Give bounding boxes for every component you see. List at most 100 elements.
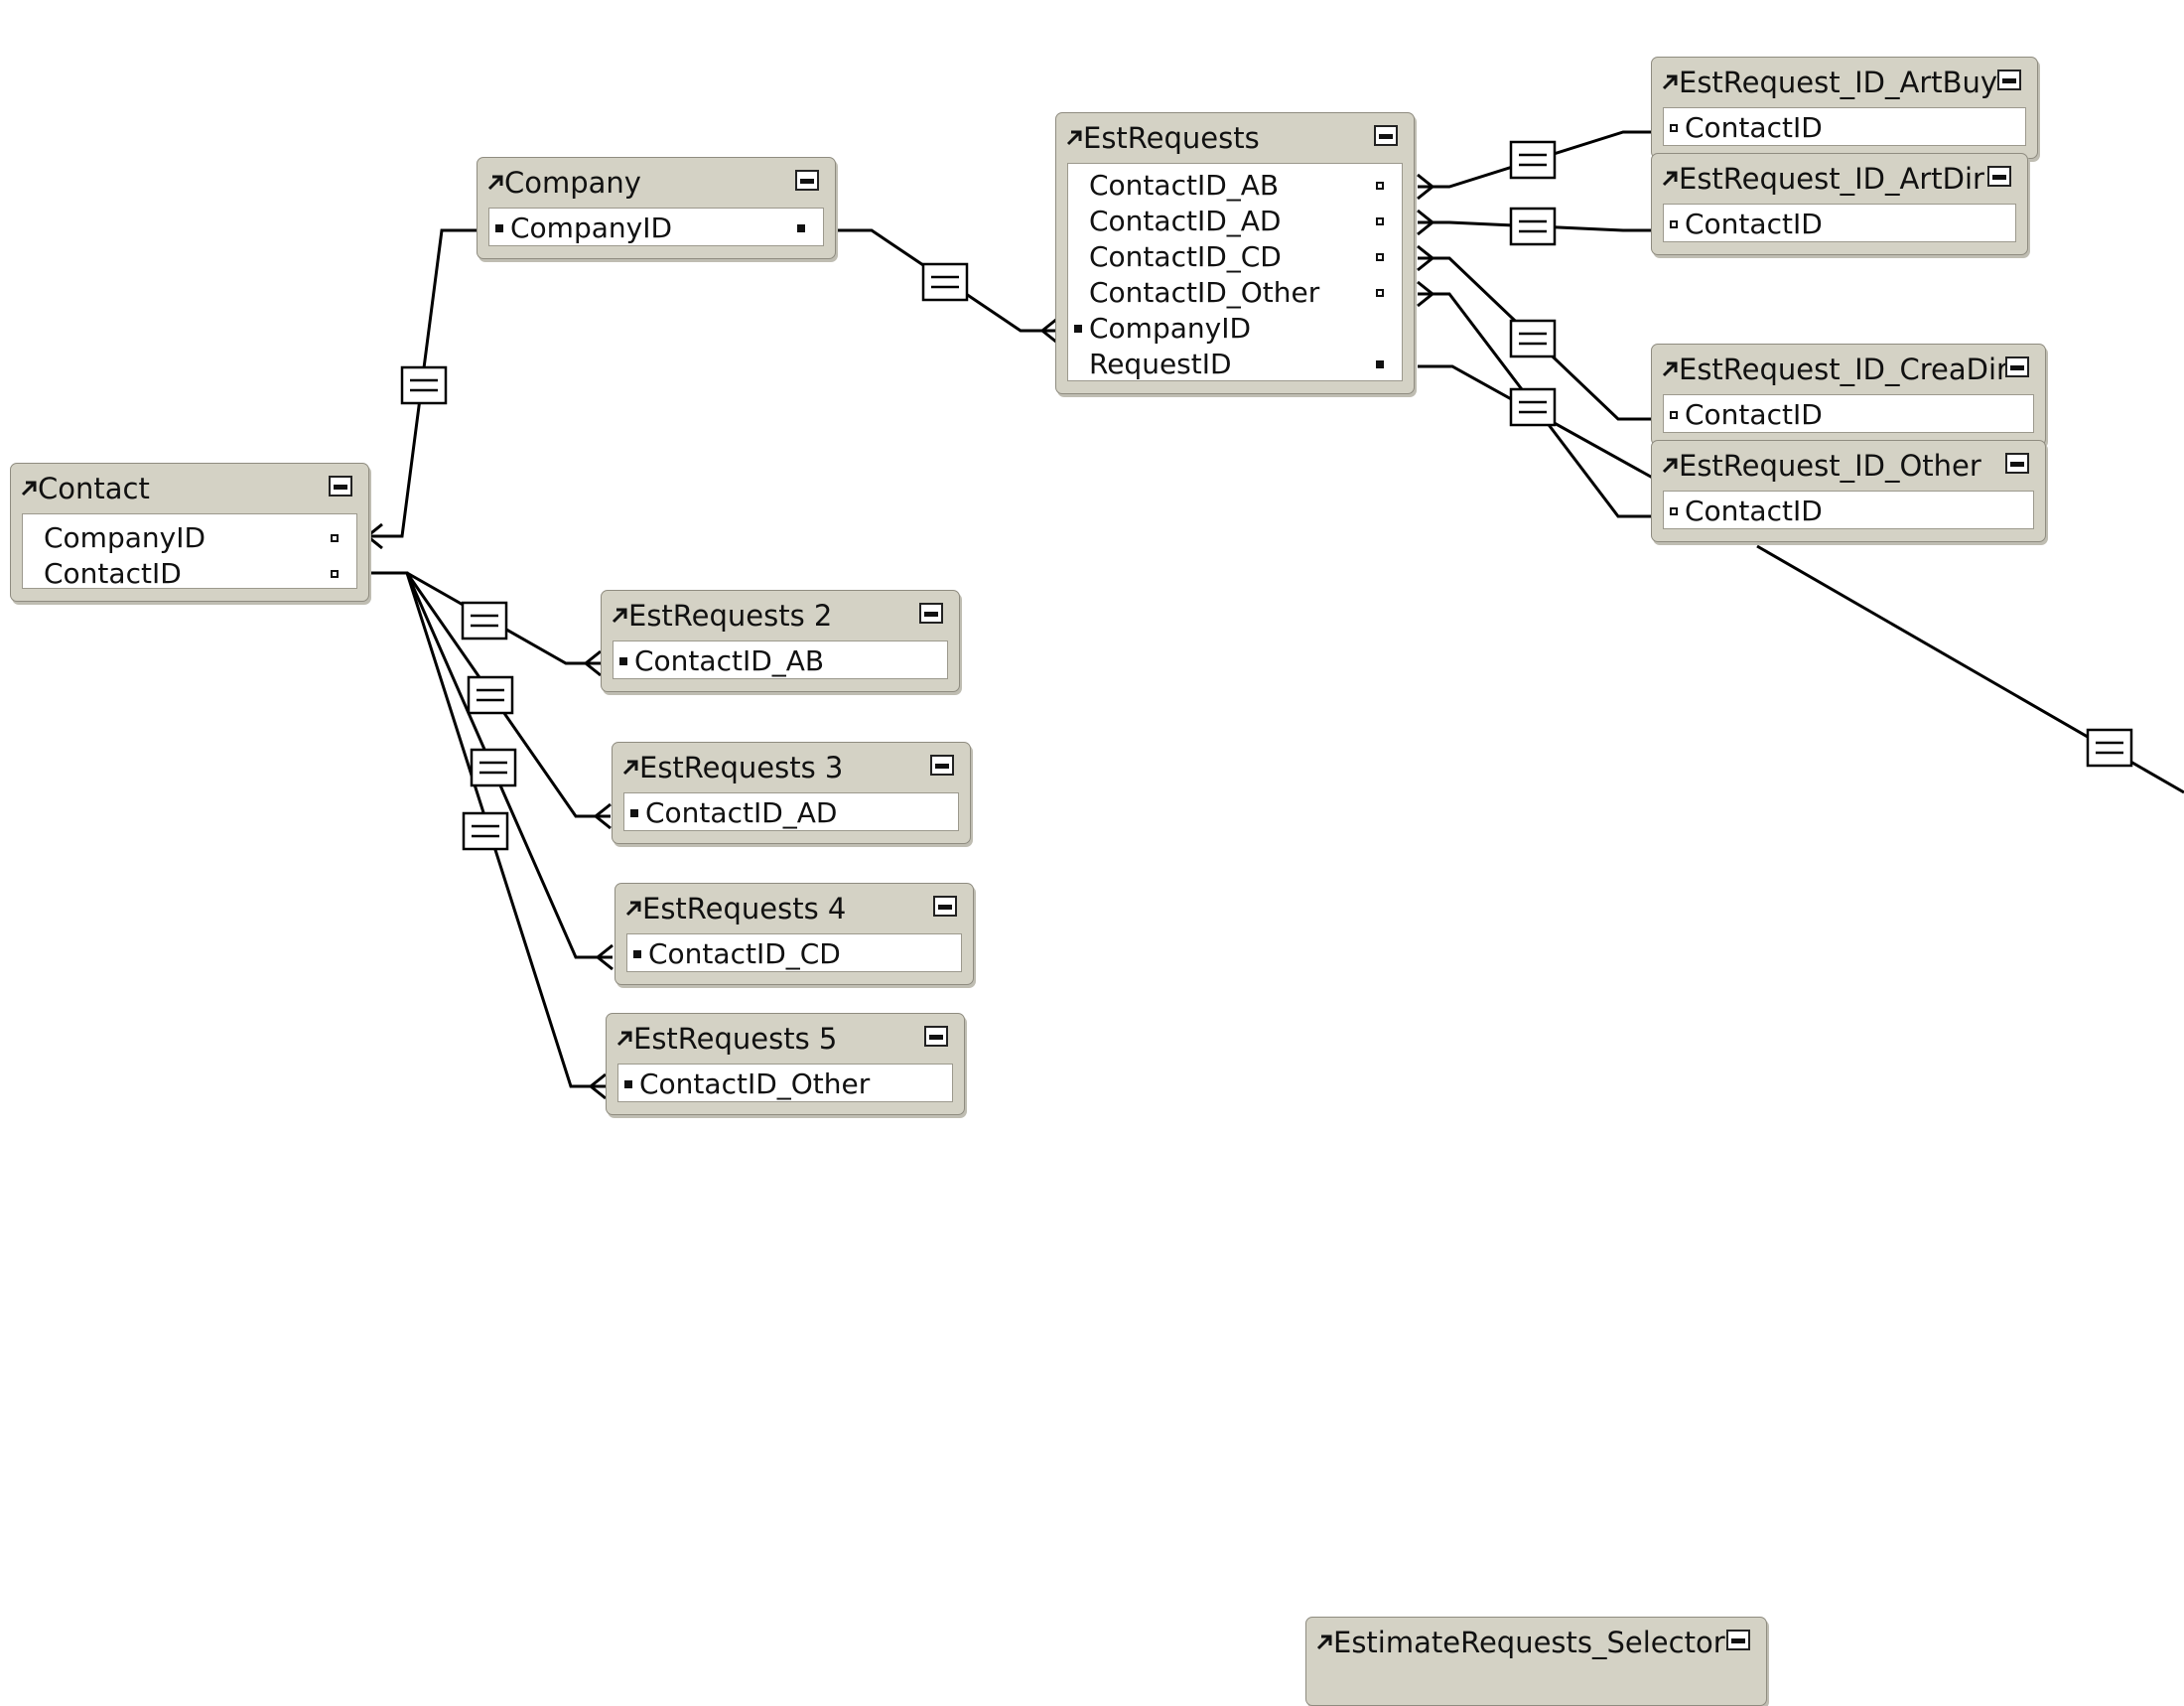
field-row[interactable]: ContactID_Other <box>1068 275 1402 311</box>
field-list: ContactID <box>1663 491 2034 529</box>
collapse-icon[interactable] <box>1374 125 1398 146</box>
field-list: CompanyID <box>488 208 824 246</box>
collapse-icon[interactable] <box>795 170 819 191</box>
field-name: ContactID_CD <box>648 937 841 970</box>
arrow-icon <box>487 175 503 191</box>
field-row[interactable]: ContactID_AB <box>1068 168 1402 204</box>
field-row[interactable]: ContactID_AB <box>614 643 947 679</box>
table-header[interactable]: Contact <box>11 464 368 510</box>
table-title: EstRequest_ID_Other <box>1679 449 1981 483</box>
table-contact[interactable]: Contact CompanyID ContactID <box>10 463 369 602</box>
table-title: EstRequests 5 <box>633 1022 838 1056</box>
table-title: EstRequests 3 <box>639 751 844 784</box>
field-row[interactable]: ContactID_Other <box>618 1066 952 1102</box>
field-row[interactable]: RequestID <box>1068 347 1402 382</box>
field-row[interactable]: CompanyID <box>489 211 823 246</box>
join-icon <box>921 262 969 302</box>
field-row[interactable]: ContactID_CD <box>1068 239 1402 275</box>
field-row[interactable]: ContactID <box>1664 207 2015 242</box>
field-list: ContactID_Other <box>617 1064 953 1102</box>
collapse-icon[interactable] <box>924 1026 948 1047</box>
field-row[interactable]: ContactID_AD <box>624 795 958 831</box>
key-icon <box>331 534 339 542</box>
table-header[interactable]: EstRequests 2 <box>602 591 959 638</box>
field-row[interactable]: ContactID_CD <box>627 936 961 972</box>
table-title: Company <box>504 166 641 200</box>
field-list: ContactID <box>1663 394 2034 433</box>
key-icon <box>1376 289 1384 297</box>
table-title: EstRequest_ID_ArtDir <box>1679 162 1984 196</box>
table-estrequest-id-other[interactable]: EstRequest_ID_Other ContactID <box>1651 440 2046 542</box>
table-header[interactable]: EstRequests <box>1056 113 1414 160</box>
arrow-icon <box>612 608 627 624</box>
table-header[interactable]: EstRequest_ID_ArtDir <box>1652 154 2027 201</box>
table-header[interactable]: EstRequest_ID_Other <box>1652 441 2045 488</box>
table-estrequest-id-artdir[interactable]: EstRequest_ID_ArtDir ContactID <box>1651 153 2028 255</box>
field-row[interactable]: ContactID <box>1664 397 2033 433</box>
field-row[interactable]: ContactID_AD <box>1068 204 1402 239</box>
field-row[interactable]: CompanyID <box>1068 311 1402 347</box>
table-estrequests-4[interactable]: EstRequests 4 ContactID_CD <box>614 883 974 985</box>
field-row[interactable]: ContactID <box>1664 494 2033 529</box>
join-icon <box>400 365 448 405</box>
collapse-icon[interactable] <box>1987 166 2011 187</box>
join-icon <box>1509 207 1557 246</box>
table-estrequests-2[interactable]: EstRequests 2 ContactID_AB <box>601 590 960 692</box>
key-icon <box>630 809 638 817</box>
key-icon <box>624 1080 632 1088</box>
collapse-icon[interactable] <box>1997 70 2021 90</box>
arrow-icon <box>1662 458 1678 474</box>
key-icon <box>1670 411 1678 419</box>
key-icon <box>1670 124 1678 132</box>
field-name: RequestID <box>1089 348 1232 380</box>
field-list: ContactID_CD <box>626 933 962 972</box>
collapse-icon[interactable] <box>1726 1630 1750 1650</box>
key-icon <box>619 657 627 665</box>
table-header[interactable]: EstRequest_ID_CreaDir <box>1652 345 2045 391</box>
field-row[interactable]: CompanyID <box>23 520 356 556</box>
table-header[interactable]: Company <box>478 158 835 205</box>
table-header[interactable]: EstRequests 5 <box>607 1014 964 1061</box>
arrow-icon <box>622 760 638 776</box>
collapse-icon[interactable] <box>933 896 957 917</box>
table-estrequest-id-creadir[interactable]: EstRequest_ID_CreaDir ContactID <box>1651 344 2046 446</box>
table-company[interactable]: Company CompanyID <box>477 157 836 259</box>
table-title: EstRequests 2 <box>628 599 833 633</box>
key-icon <box>797 224 805 232</box>
join-icon <box>1509 319 1557 358</box>
field-row[interactable]: ContactID <box>23 556 356 592</box>
table-title: Contact <box>38 472 150 505</box>
collapse-icon[interactable] <box>919 603 943 624</box>
table-estrequests[interactable]: EstRequests ContactID_AB ContactID_AD Co… <box>1055 112 1415 394</box>
arrow-icon <box>1316 1635 1332 1650</box>
collapse-icon[interactable] <box>930 755 954 776</box>
arrow-icon <box>1662 171 1678 187</box>
key-icon <box>1670 220 1678 228</box>
table-header[interactable]: EstRequest_ID_ArtBuy <box>1652 58 2037 104</box>
field-name: ContactID <box>1685 495 1823 527</box>
field-name: ContactID <box>1685 111 1823 144</box>
collapse-icon[interactable] <box>329 476 352 497</box>
field-row[interactable]: ContactID <box>1664 110 2025 146</box>
table-estimaterequests-selector[interactable]: EstimateRequests_Selector <box>1305 1617 1767 1706</box>
join-icon <box>467 675 514 715</box>
table-header[interactable]: EstRequests 4 <box>615 884 973 930</box>
field-list: ContactID_AB ContactID_AD ContactID_CD C… <box>1067 163 1403 381</box>
collapse-icon[interactable] <box>2005 453 2029 474</box>
field-name: ContactID <box>1685 208 1823 240</box>
table-header[interactable]: EstimateRequests_Selector <box>1306 1618 1766 1664</box>
collapse-icon[interactable] <box>2005 356 2029 377</box>
key-icon <box>1376 217 1384 225</box>
table-estrequests-5[interactable]: EstRequests 5 ContactID_Other <box>606 1013 965 1115</box>
table-estrequests-3[interactable]: EstRequests 3 ContactID_AD <box>612 742 971 844</box>
field-list: ContactID_AD <box>623 792 959 831</box>
table-estrequest-id-artbuy[interactable]: EstRequest_ID_ArtBuy ContactID <box>1651 57 2038 159</box>
join-icons <box>400 140 2133 851</box>
key-icon <box>1376 253 1384 261</box>
field-list: ContactID <box>1663 204 2016 242</box>
field-name: ContactID_AB <box>634 644 825 677</box>
field-name: CompanyID <box>1089 312 1252 345</box>
table-header[interactable]: EstRequests 3 <box>613 743 970 789</box>
arrow-icon <box>1066 130 1082 146</box>
